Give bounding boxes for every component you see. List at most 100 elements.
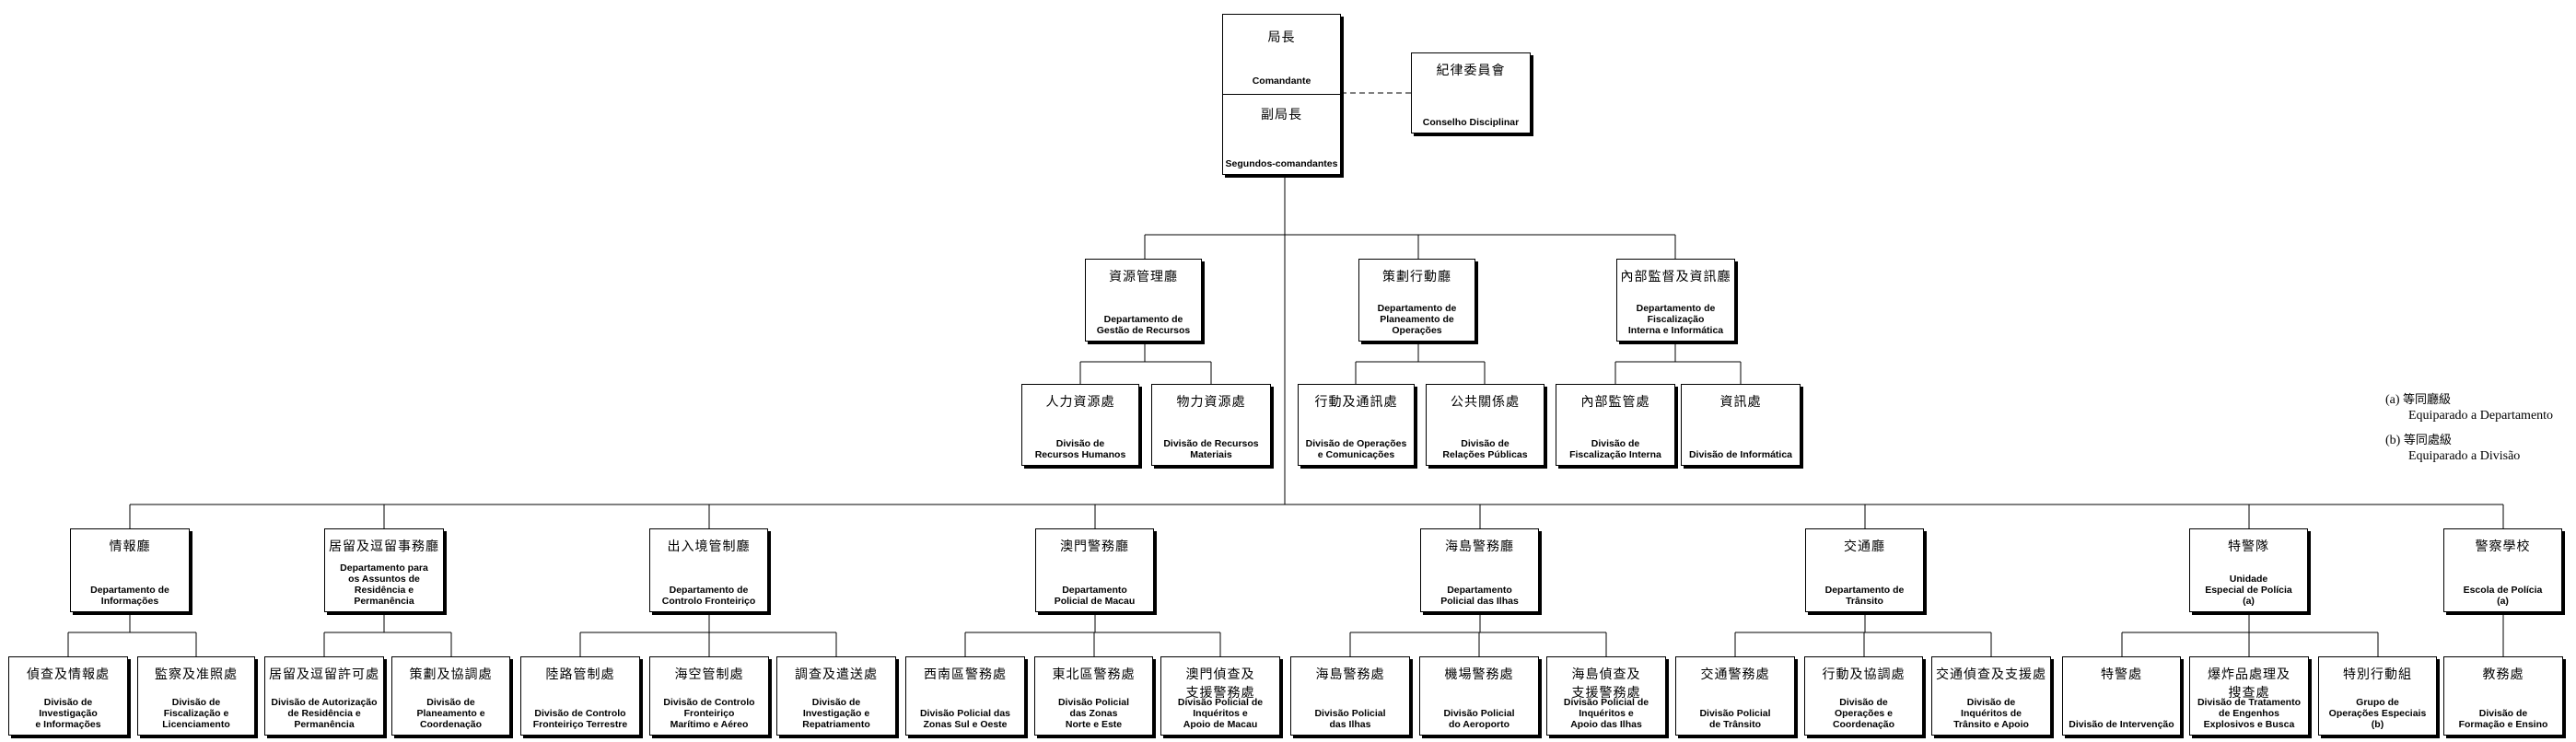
dept-pt: Escola de Polícia(a) (2463, 585, 2543, 607)
commander-title-pt: Comandante (1252, 75, 1311, 87)
div-zh: 交通偵查及支援處 (1936, 667, 2046, 682)
div-zh: 人力資源處 (1045, 395, 1115, 410)
div-zh: 行動及通訊處 (1314, 395, 1398, 410)
div-zh: 資訊處 (1719, 395, 1762, 410)
dept-zh: 情報廳 (109, 539, 151, 554)
div-pt: Divisão de Intervenção (2069, 719, 2174, 730)
div-zh: 內部監管處 (1580, 395, 1650, 410)
legend-marker: (a) (2385, 393, 2400, 407)
deputy-commander-section: 副局長 Segundos-comandantes (1223, 94, 1340, 174)
dept-zh: 策劃行動廳 (1382, 270, 1451, 284)
div-pt: Divisão de Informática (1688, 449, 1793, 460)
council-title-pt: Conselho Disciplinar (1422, 117, 1520, 128)
commander-section: 局長 Comandante (1223, 15, 1340, 95)
div-zh: 海島偵查及支援警務處 (1571, 667, 1641, 701)
div-zh: 策劃及協調處 (409, 667, 493, 682)
div-zh: 物力資源處 (1176, 395, 1246, 410)
council-title-zh: 紀律委員會 (1436, 64, 1506, 78)
div-zh: 監察及准照處 (155, 667, 238, 682)
police-school-box: 警察學校 Escola de Polícia(a) (2443, 528, 2562, 612)
div-zh: 行動及協調處 (1822, 667, 1906, 682)
div-zh: 教務處 (2482, 667, 2524, 682)
div-zh: 東北區警務處 (1052, 667, 1136, 682)
dept-zh: 居留及逗留事務廳 (329, 539, 439, 554)
dept-zh: 警察學校 (2475, 539, 2531, 554)
legend-item-a: (a) 等同廳級 Equiparado a Departamento (2385, 392, 2553, 423)
disciplinary-council-box: 紀律委員會 Conselho Disciplinar (1411, 52, 1531, 133)
commander-title-zh: 局長 (1267, 30, 1296, 45)
div-zh: 機場警務處 (1444, 667, 1514, 682)
legend-marker: (b) (2385, 434, 2401, 447)
commander-box: 局長 Comandante 副局長 Segundos-comandantes (1222, 14, 1341, 175)
legend-pt: Equiparado a Departamento (2408, 409, 2554, 423)
dept-zh: 澳門警務廳 (1060, 539, 1129, 554)
div-zh: 公共關係處 (1451, 395, 1520, 410)
dept-zh: 出入境管制廳 (667, 539, 751, 554)
div-zh: 調查及遣送處 (795, 667, 878, 682)
deputy-title-pt: Segundos-comandantes (1225, 158, 1338, 169)
dept-zh: 資源管理廳 (1109, 270, 1178, 284)
legend-zh: 等同廳級 (2403, 393, 2452, 407)
legend-zh: 等同處級 (2403, 434, 2452, 447)
dept-zh: 內部監督及資訊廳 (1620, 270, 1731, 284)
div-zh: 偵查及情報處 (27, 667, 110, 682)
div-zh: 交通警務處 (1700, 667, 1770, 682)
dept-zh: 海島警務廳 (1445, 539, 1514, 554)
div-zh: 海島警務處 (1315, 667, 1385, 682)
